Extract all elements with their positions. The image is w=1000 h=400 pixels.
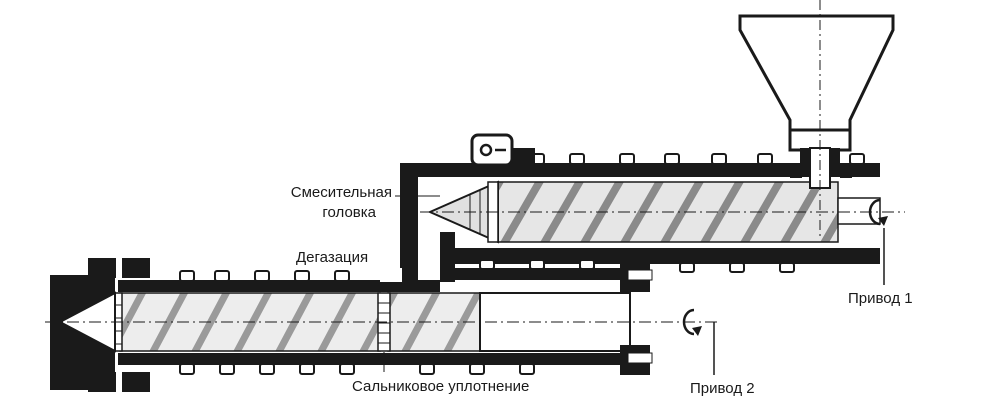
upper-heater-bands — [529, 153, 865, 165]
rotation-arrow-icon — [682, 308, 702, 336]
degassing-port — [380, 268, 402, 282]
lower-extruder — [45, 258, 720, 392]
die-head — [50, 258, 150, 392]
transfer-channel-wall — [400, 163, 418, 283]
gland-seal-label: Сальниковое уплотнение — [352, 378, 529, 395]
upper-barrel-bottom-wall — [455, 248, 880, 264]
mixing-head-label-1: Смесительная — [291, 184, 392, 201]
lower-heater-bands-bottom — [179, 363, 535, 375]
degassing-label: Дегазация — [296, 249, 368, 266]
rotation-arrow-icon — [868, 198, 888, 226]
lower-barrel-bottom-wall — [118, 353, 633, 365]
mixing-head-label-2: головка — [322, 204, 376, 221]
lower-barrel-top-wall — [118, 280, 440, 292]
seal-housing — [620, 262, 653, 375]
drive-1-label: Привод 1 — [848, 290, 913, 307]
drive-2-label: Привод 2 — [690, 380, 755, 397]
upper-barrel-top-wall — [400, 163, 880, 177]
lower-heater-bands — [179, 259, 595, 282]
sensor-icon — [470, 133, 514, 167]
lower-barrel-top-wall-right — [440, 268, 635, 280]
